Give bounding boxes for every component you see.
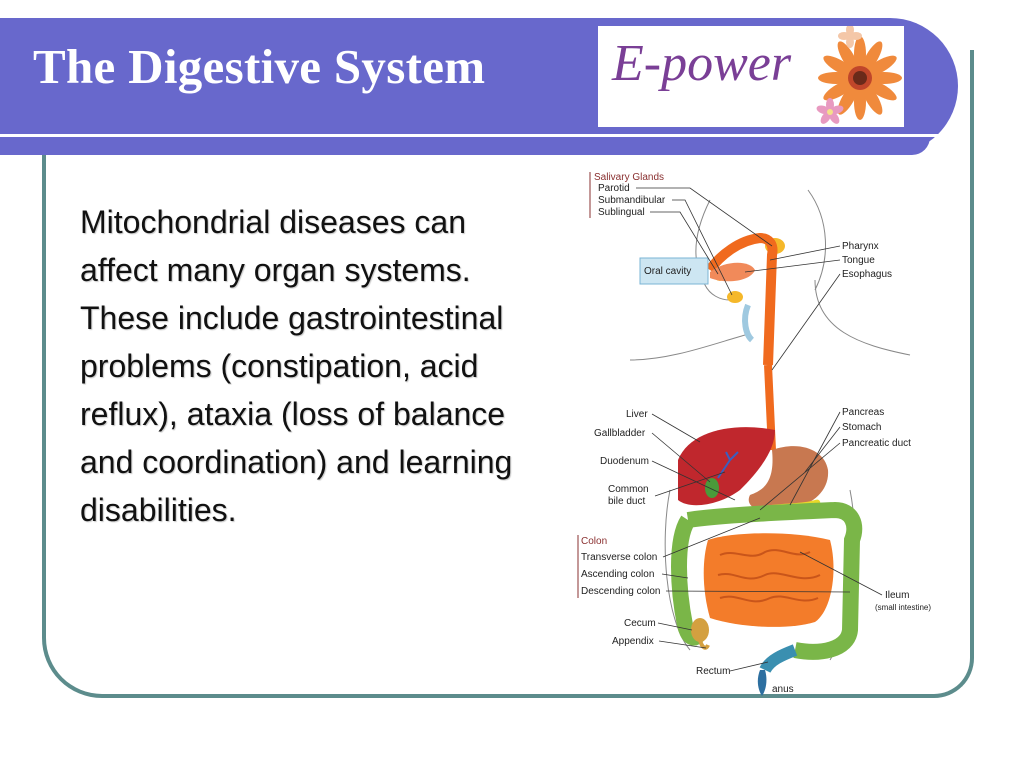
title-divider xyxy=(0,134,958,137)
small-intestine xyxy=(703,533,834,627)
label-oral-cavity: Oral cavity xyxy=(644,266,691,277)
oral-cavity-box xyxy=(639,257,709,285)
gallbladder xyxy=(705,478,719,498)
intestine-folds xyxy=(717,549,821,603)
label-gallbladder: Gallbladder xyxy=(594,428,646,439)
label-appendix: Appendix xyxy=(612,636,654,647)
label-transverse-colon: Transverse colon xyxy=(581,552,657,563)
label-pharynx: Pharynx xyxy=(842,241,879,252)
tongue xyxy=(710,262,755,282)
label-colon: Colon xyxy=(581,536,607,547)
anus xyxy=(757,670,767,696)
label-rectum: Rectum xyxy=(696,666,730,677)
body-paragraph: Mitochondrial diseases can affect many o… xyxy=(80,204,513,528)
label-esophagus: Esophagus xyxy=(842,269,892,280)
appendix xyxy=(698,639,710,650)
label-stomach: Stomach xyxy=(842,422,881,433)
slide-title: The Digestive System xyxy=(33,39,486,94)
label-submandibular: Submandibular xyxy=(598,195,666,206)
submandibular-gland xyxy=(727,291,743,303)
cecum xyxy=(691,618,709,642)
label-pancreatic-duct: Pancreatic duct xyxy=(842,438,911,449)
label-ileum-note: (small intestine) xyxy=(875,603,931,612)
content-frame xyxy=(42,50,974,698)
logo-text: E-power xyxy=(612,35,792,92)
head-outline xyxy=(629,189,911,361)
label-sublingual: Sublingual xyxy=(598,207,645,218)
label-salivary-glands: Salivary Glands xyxy=(594,172,664,183)
label-duodenum: Duodenum xyxy=(600,456,649,467)
label-descending-colon: Descending colon xyxy=(581,586,661,597)
stomach xyxy=(748,446,829,512)
transverse-descending-colon xyxy=(686,501,863,660)
label-cecum: Cecum xyxy=(624,618,656,629)
label-tongue: Tongue xyxy=(842,255,875,266)
label-common-bile-duct-2: bile duct xyxy=(608,496,645,507)
rectum xyxy=(759,644,798,674)
label-anus: anus xyxy=(772,684,794,695)
label-pancreas: Pancreas xyxy=(842,407,884,418)
label-ileum: Ileum xyxy=(885,590,909,601)
pharynx xyxy=(705,232,778,366)
title-bar-lower xyxy=(0,137,930,155)
label-ascending-colon: Ascending colon xyxy=(581,569,654,580)
label-liver: Liver xyxy=(626,409,648,420)
flower-icon xyxy=(816,26,902,124)
digestive-system-diagram: Oral cavity Salivary Glands Parotid Subm… xyxy=(577,172,931,696)
bile-duct xyxy=(717,451,739,479)
label-parotid: Parotid xyxy=(598,183,630,194)
epower-logo: E-power xyxy=(598,26,904,127)
label-common-bile-duct-1: Common xyxy=(608,484,649,495)
trachea xyxy=(742,303,755,343)
